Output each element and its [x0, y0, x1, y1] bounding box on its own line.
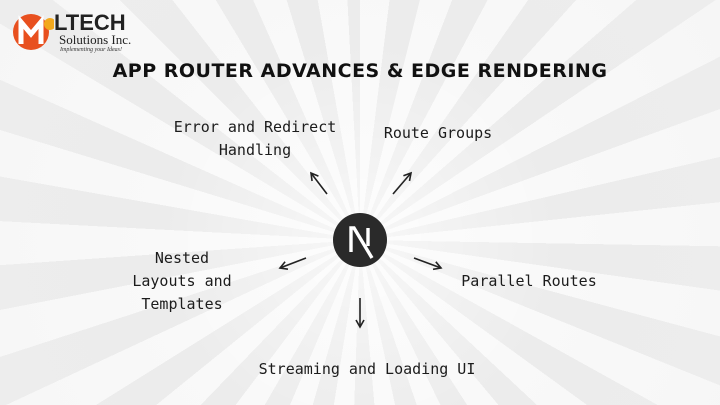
item-label: Parallel Routes — [461, 272, 597, 290]
logo-m-icon — [13, 14, 54, 50]
company-logo: LTECH Solutions Inc. Implementing your I… — [10, 8, 150, 54]
item-label: Error and Redirect — [173, 118, 337, 136]
logo-subtitle: Solutions Inc. — [59, 32, 132, 47]
item-label: Nested — [154, 249, 210, 267]
item-label: Layouts and — [132, 272, 232, 290]
logo-brand: LTECH — [54, 10, 126, 35]
arrow-right-icon — [413, 257, 443, 271]
logo-tagline: Implementing your Ideas! — [60, 47, 122, 53]
arrow-up-right-icon — [392, 171, 413, 195]
item-nested-layouts: Nested Layouts and Templates — [132, 247, 231, 316]
item-error-redirect: Error and Redirect Handling — [174, 116, 337, 162]
item-parallel-routes: Parallel Routes — [461, 270, 596, 293]
item-label: Templates — [141, 295, 223, 313]
item-streaming-loading: Streaming and Loading UI — [259, 358, 476, 381]
arrow-up-left-icon — [310, 171, 328, 195]
arrow-left-icon — [278, 257, 307, 271]
item-label: Streaming and Loading UI — [258, 360, 476, 378]
item-label: Route Groups — [383, 124, 493, 142]
item-route-groups: Route Groups — [384, 122, 492, 145]
page-title: APP ROUTER ADVANCES & EDGE RENDERING — [112, 60, 608, 82]
item-label: Handling — [218, 141, 292, 159]
nextjs-logo-icon — [333, 213, 387, 267]
